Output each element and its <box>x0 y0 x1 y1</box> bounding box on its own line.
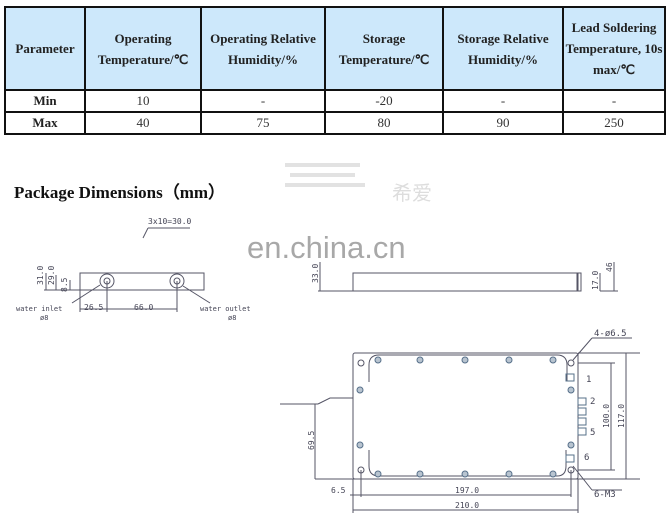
water-outlet-label: water outlet <box>200 305 251 313</box>
water-inlet-dia: ø8 <box>40 314 48 322</box>
water-inlet-label: water inlet <box>16 305 62 313</box>
cell: - <box>442 89 564 113</box>
dim-8-5: 8.5 <box>60 277 69 292</box>
pin-2: 2 <box>590 397 595 407</box>
row-label: Max <box>4 111 86 135</box>
watermark-cn: 希爱 <box>392 181 432 205</box>
cell: -20 <box>324 89 444 113</box>
header-storage-temp: Storage Temperature/℃ <box>324 6 444 91</box>
specifications-table: Parameter Operating Temperature/℃ Operat… <box>4 6 666 135</box>
header-operating-temp: Operating Temperature/℃ <box>84 6 202 91</box>
section-title: Package Dimensions（mm） <box>14 183 226 202</box>
pin-1: 1 <box>586 375 591 385</box>
dim-210: 210.0 <box>455 501 479 510</box>
dim-29: 29.0 <box>47 266 56 285</box>
cell: 10 <box>84 89 202 113</box>
header-storage-humidity: Storage Relative Humidity/% <box>442 6 564 91</box>
pin-6: 6 <box>584 453 589 463</box>
cell: - <box>562 89 666 113</box>
watermark-logo: 希爱 <box>285 163 432 205</box>
holes-label: 4-ø6.5 <box>594 329 627 339</box>
cell: 75 <box>200 111 326 135</box>
cell: 90 <box>442 111 564 135</box>
dim-117: 117.0 <box>617 404 626 428</box>
water-outlet-dia: ø8 <box>228 314 236 322</box>
dim-46: 46 <box>605 262 614 272</box>
header-operating-humidity: Operating Relative Humidity/% <box>200 6 326 91</box>
screws-label: 6-M3 <box>594 490 616 500</box>
cell: - <box>200 89 326 113</box>
dim-69-5: 69.5 <box>307 431 316 450</box>
header-lead-soldering: Lead Soldering Temperature, 10s max/℃ <box>562 6 666 91</box>
dim-17: 17.0 <box>591 271 600 290</box>
dim-100: 100.0 <box>602 404 611 428</box>
table-row: Max 40 75 80 90 250 <box>4 111 666 135</box>
cell: 250 <box>562 111 666 135</box>
front-view: 33.0 17.0 46 <box>311 262 618 292</box>
dim-26-5: 26.5 <box>84 303 103 312</box>
table-header-row: Parameter Operating Temperature/℃ Operat… <box>4 6 666 91</box>
dim-6-5: 6.5 <box>331 486 346 495</box>
header-parameter: Parameter <box>4 6 86 91</box>
side-view: 3x10=30.0 31.0 29.0 8.5 26.5 66.0 water … <box>16 217 251 322</box>
watermark: en.china.cn <box>247 230 406 265</box>
dim-31: 31.0 <box>36 266 45 285</box>
pitch-dim: 3x10=30.0 <box>148 217 192 226</box>
pin-5: 5 <box>590 428 595 438</box>
row-label: Min <box>4 89 86 113</box>
top-view: 4-ø6.5 6-M3 197.0 210.0 6.5 69.5 100.0 1… <box>280 329 640 513</box>
cell: 80 <box>324 111 444 135</box>
cell: 40 <box>84 111 202 135</box>
dim-66: 66.0 <box>134 303 153 312</box>
dim-197: 197.0 <box>455 486 479 495</box>
dim-33: 33.0 <box>311 264 320 283</box>
table-row: Min 10 - -20 - - <box>4 89 666 113</box>
